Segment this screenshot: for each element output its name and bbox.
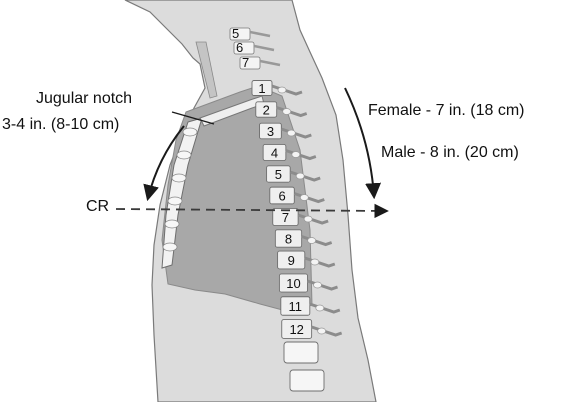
cervical-vertebra-number: 5 [232,26,239,41]
thoracic-vertebra-number: 5 [275,167,282,182]
lumbar-vertebra [290,370,324,391]
thoracic-vertebra-number: 9 [288,253,295,268]
jugular-notch-label: Jugular notch [36,91,132,107]
cervical-vertebra-number: 7 [242,55,249,70]
thoracic-vertebra-number: 11 [289,299,303,314]
lumbar-vertebra [284,342,318,363]
thoracic-vertebra-number: 1 [258,81,265,96]
thoracic-vertebra-number: 4 [271,146,278,161]
central-ray-label: CR [86,199,109,215]
sternum-distance-label: 3-4 in. (8-10 cm) [2,117,119,133]
thoracic-vertebra-number: 10 [286,276,300,291]
thoracic-vertebra-number: 6 [278,189,285,204]
thoracic-vertebra-number: 3 [267,124,274,139]
thoracic-vertebra-number: 7 [282,210,289,225]
female-length-label: Female - 7 in. (18 cm) [368,103,524,119]
cervical-vertebra-number: 6 [236,40,243,55]
thoracic-vertebra-number: 12 [289,322,303,337]
thoracic-vertebra-number: 2 [263,103,270,118]
thoracic-vertebra-number: 8 [285,232,292,247]
male-length-label: Male - 8 in. (20 cm) [381,145,519,161]
